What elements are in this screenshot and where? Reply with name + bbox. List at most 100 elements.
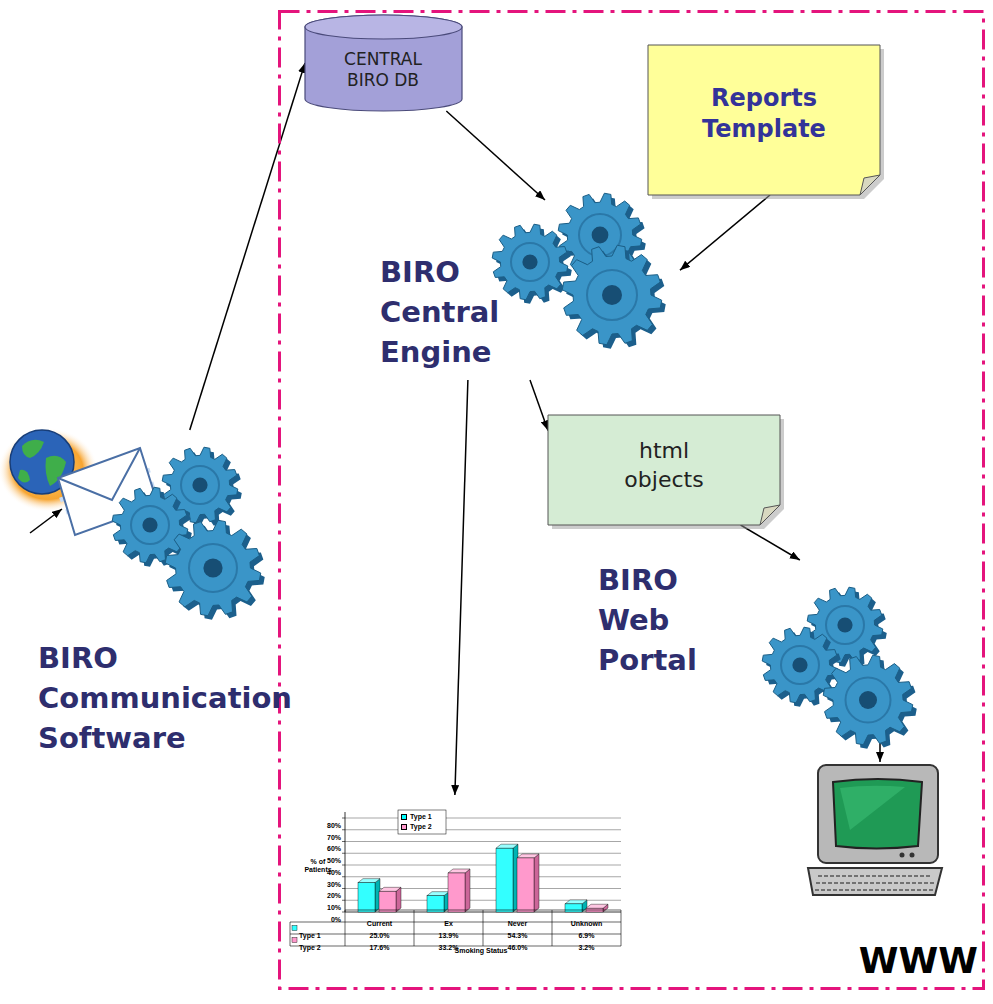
screen-glare [840, 786, 905, 830]
bar [379, 891, 396, 912]
chart-label: 13.9% [439, 932, 459, 940]
web-region: CENTRAL BIRO DB Reports TemplateBIRO Cent… [278, 10, 985, 990]
table-line [621, 910, 622, 946]
gear-ring [181, 466, 219, 504]
table-swatch [292, 938, 297, 943]
screen [833, 779, 922, 849]
table-line [552, 910, 553, 946]
grid-line [345, 829, 621, 830]
database-cylinder: CENTRAL BIRO DB [305, 15, 462, 111]
chart-label: Current [367, 920, 392, 928]
envelope-flap [58, 448, 140, 500]
gear-ring [781, 646, 819, 684]
bar-top [496, 844, 518, 848]
legend-swatch [401, 814, 407, 820]
node-label: WWW [848, 940, 978, 981]
grid-line [345, 876, 621, 877]
grid-line [345, 853, 621, 854]
land [18, 470, 30, 483]
template-note: Reports Template [648, 45, 880, 195]
gear-hole [792, 657, 807, 672]
chart-label: Never [508, 920, 527, 928]
legend-swatch [401, 824, 407, 830]
table-line [483, 910, 484, 946]
node-label: BIRO Web Portal [598, 560, 743, 680]
label-holder: Current [367, 912, 392, 930]
grid-line [345, 818, 621, 819]
table-line [345, 910, 346, 946]
dashed-boundary [280, 12, 984, 989]
gear-hole [859, 691, 877, 709]
node-label: Reports Template [664, 83, 864, 145]
axis-tick [342, 865, 345, 866]
axis-tick [342, 841, 345, 842]
gear-hole [837, 617, 852, 632]
grid-line [345, 841, 621, 842]
chart-label: 70% [327, 834, 341, 842]
bar-top [517, 854, 539, 858]
gear-hole [602, 285, 622, 305]
legend-item: Type 1 [401, 813, 432, 821]
gear [112, 487, 188, 563]
chart-label: 50% [327, 857, 341, 865]
gear-ring [131, 506, 169, 544]
label-holder: Ex [444, 912, 453, 930]
gear-hole [192, 477, 207, 492]
table-swatch [292, 926, 297, 931]
gear-hole [522, 254, 537, 269]
chart-label: 46.0% [508, 944, 528, 952]
gear-ring [826, 606, 864, 644]
engine-component: BIRO Central Engine [380, 200, 680, 380]
gear-hole [592, 227, 609, 244]
button [910, 853, 915, 858]
bar-top [448, 869, 470, 873]
bar-side [534, 854, 539, 912]
gear-icons [112, 193, 917, 749]
value-axis [345, 812, 346, 912]
bar [427, 896, 444, 912]
gear-ring [846, 678, 891, 723]
note-sheet [648, 45, 880, 195]
label-holder: % of Patients [297, 858, 339, 876]
bar [448, 873, 465, 912]
flow-arrow [446, 111, 545, 200]
flow-arrow [455, 380, 468, 795]
keyboard [808, 868, 942, 895]
node-label: BIRO Central Engine [380, 252, 530, 372]
bar-top [565, 900, 587, 904]
gear [165, 520, 260, 615]
chart-label: 17.6% [370, 944, 390, 952]
legend-item: Type 2 [401, 823, 432, 831]
node-label: BIRO Communication Software [38, 638, 338, 758]
grid-line [345, 865, 621, 866]
label-holder: 80% [327, 814, 341, 832]
node-label: html objects [604, 437, 724, 494]
legend-label: Type 2 [410, 823, 432, 831]
chart-label: Unknown [571, 920, 603, 928]
bar-chart [290, 810, 621, 946]
cylinder-top [305, 15, 462, 39]
table-line [414, 910, 415, 946]
chart-label: 25.0% [370, 932, 390, 940]
chart-label: Type 2 [299, 944, 321, 952]
keys [815, 876, 935, 890]
note-fold [860, 175, 880, 195]
chart-label: 54.3% [508, 932, 528, 940]
chart-label: Type 1 [299, 932, 321, 940]
flow-arrow [190, 63, 305, 430]
bar [496, 848, 513, 912]
chart-label: 60% [327, 845, 341, 853]
axis-tick [342, 900, 345, 901]
gear-ring [587, 270, 637, 320]
axis-tick [342, 912, 345, 913]
bar [517, 858, 534, 912]
incoming-arrow [30, 509, 62, 533]
computer-icon [808, 765, 942, 895]
portal-component: BIRO Web Portal [598, 560, 930, 740]
communication-component: BIRO Communication Software [5, 430, 344, 764]
axis-tick [342, 888, 345, 889]
chart-label: 33.2% [439, 944, 459, 952]
